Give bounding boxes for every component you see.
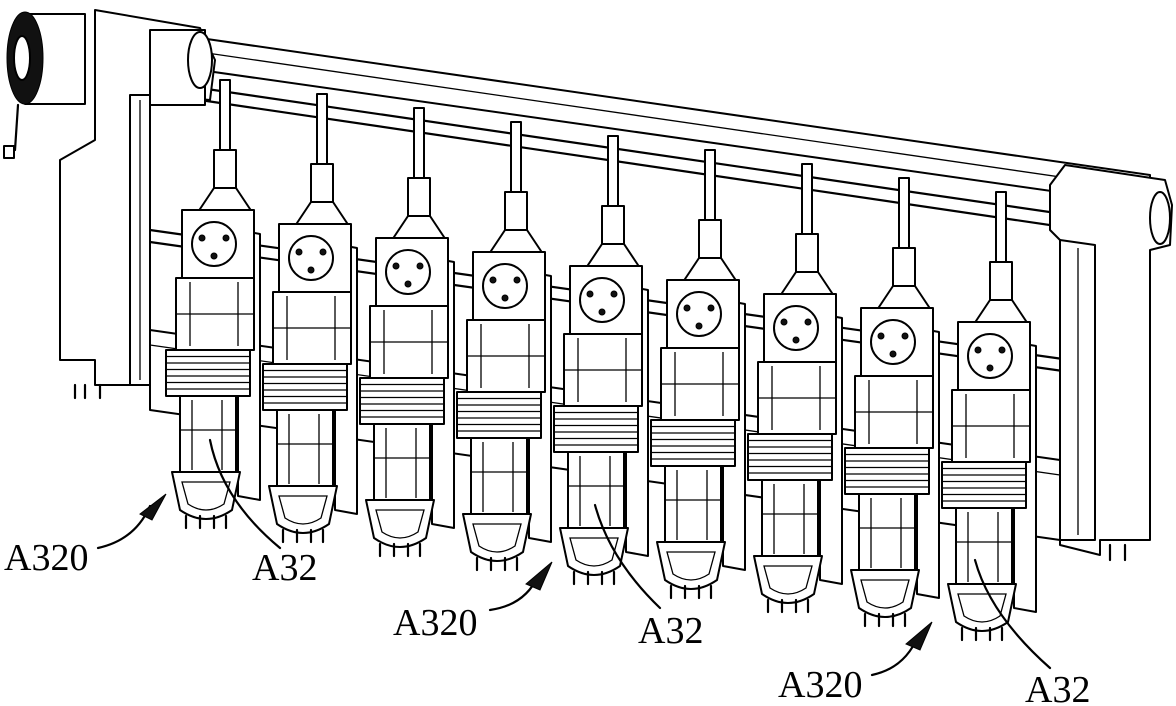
arrowhead — [139, 493, 167, 521]
callout-label-a32: A32 — [252, 547, 317, 589]
arrowhead — [525, 561, 553, 591]
gripper-module — [262, 93, 358, 544]
gripper-module — [844, 177, 940, 628]
callout-4: A32 — [593, 503, 703, 652]
callout-3: A320 — [393, 561, 553, 644]
callout-label-a320: A320 — [4, 537, 88, 579]
gripper-module — [650, 149, 746, 600]
arrowhead — [905, 621, 933, 651]
gripper-module — [359, 107, 455, 558]
callout-label-a320: A320 — [393, 602, 477, 644]
gripper-module — [941, 191, 1037, 642]
left-end-block — [59, 9, 216, 400]
callout-label-a320: A320 — [778, 664, 862, 706]
motor-drum — [3, 11, 86, 159]
callout-5: A320 — [778, 621, 933, 706]
right-end-block — [1049, 164, 1173, 562]
callout-6: A32 — [973, 558, 1090, 706]
gripper-module — [456, 121, 552, 572]
gripper-module — [165, 79, 261, 530]
gripper-modules — [165, 79, 1037, 642]
callout-2: A32 — [208, 438, 317, 589]
gripper-module — [553, 135, 649, 586]
callout-1: A320 — [4, 493, 167, 579]
gripper-module — [747, 163, 843, 614]
callout-label-a32: A32 — [1025, 669, 1090, 706]
callout-label-a32: A32 — [638, 610, 703, 652]
